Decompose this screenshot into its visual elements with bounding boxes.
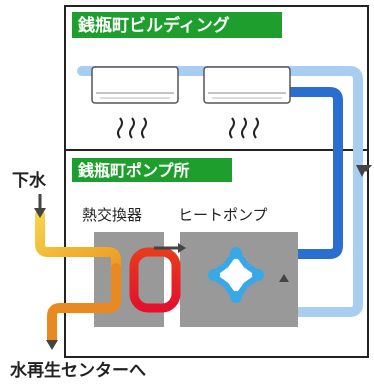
air-conditioner-icon <box>203 66 291 104</box>
arrow-icon <box>34 208 46 218</box>
arrow-icon <box>46 340 58 350</box>
heat-pump-label: ヒートポンプ <box>178 206 268 224</box>
refrigerant-loop <box>129 247 181 313</box>
air-conditioner-icon <box>91 66 179 104</box>
pump-icon <box>208 247 264 303</box>
outlet-label: 水再生センターへ <box>10 360 146 381</box>
arrow-icon <box>356 165 368 177</box>
heat-exchanger-label: 熱交換器 <box>82 206 142 224</box>
arrow-icon <box>279 274 289 282</box>
sewage-inflow-pipe <box>35 210 121 273</box>
building-label: 銭瓶町ビルディング <box>77 15 230 36</box>
inlet-label: 下水 <box>12 170 47 191</box>
pump-station-label-bg <box>72 158 232 182</box>
sewage-outflow-pipe <box>47 263 121 345</box>
pump-station-label: 銭瓶町ポンプ所 <box>77 161 190 180</box>
heat-waves-icon <box>117 117 147 139</box>
building-label-bg <box>72 12 282 38</box>
heat-waves-icon <box>229 117 259 139</box>
arrow-icon <box>178 243 186 253</box>
